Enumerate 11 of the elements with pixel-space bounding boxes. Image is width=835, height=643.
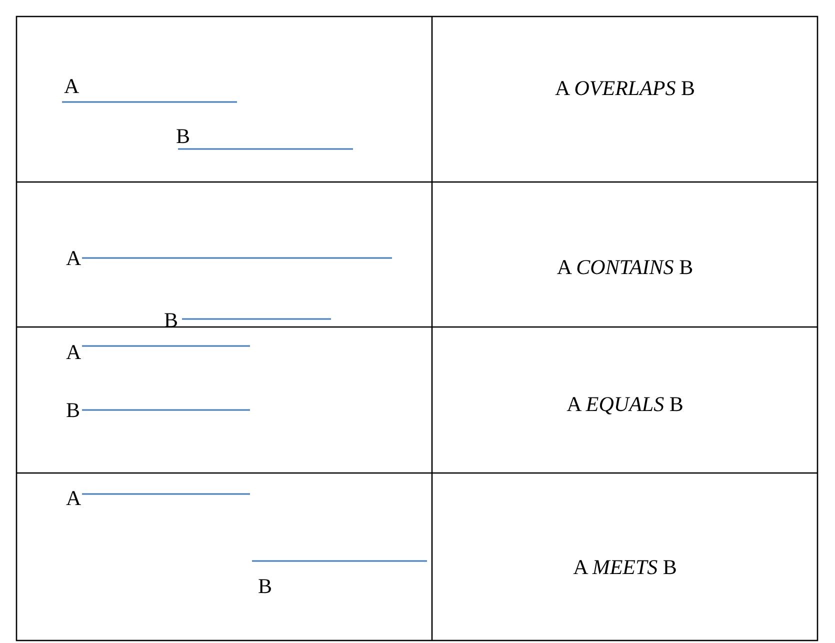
relation-text: A MEETS B (573, 555, 677, 579)
interval-letter: A (66, 486, 82, 510)
relation-text: A EQUALS B (566, 392, 684, 416)
interval-letter: A (66, 246, 82, 270)
interval-letter: B (176, 124, 190, 148)
interval-letter: A (66, 340, 82, 364)
interval-letter: B (66, 398, 80, 422)
interval-letter: A (64, 74, 80, 98)
interval-letter: B (258, 574, 272, 598)
relation-text: A CONTAINS B (556, 255, 694, 279)
relation-text: A OVERLAPS B (555, 76, 695, 100)
